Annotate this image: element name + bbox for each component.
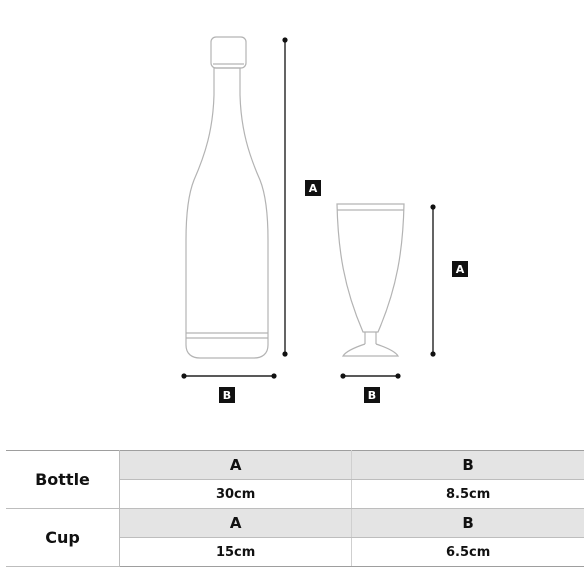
item-name-cup: Cup <box>6 508 120 567</box>
bottle-height-label: A <box>309 182 318 195</box>
cup-stem-outline <box>364 332 377 344</box>
bottle-width-label: B <box>223 389 231 402</box>
bottle-height-dimension: A <box>282 37 321 357</box>
column-header-b: B <box>351 450 584 480</box>
table-row: Cup A B <box>6 508 584 567</box>
cup-height-label-box <box>452 261 468 277</box>
table-row: 15cm 6.5cm <box>6 537 584 567</box>
bottle-value-a: 30cm <box>119 479 353 509</box>
cup-value-b: 6.5cm <box>351 537 584 567</box>
cup-value-a: 15cm <box>119 537 353 567</box>
column-header-a: A <box>119 508 353 538</box>
bottle-width-dimension: B <box>181 373 277 403</box>
size-diagram: A B A B <box>181 36 468 403</box>
bottle-cap-outline <box>210 36 247 69</box>
bottle-height-label-box <box>305 180 321 196</box>
dimension-endpoint <box>430 351 436 357</box>
item-name-bottle: Bottle <box>6 450 120 509</box>
dimension-endpoint <box>282 37 288 43</box>
cup-bowl-outline <box>336 203 405 333</box>
dimension-endpoint <box>340 373 346 379</box>
dimension-endpoint <box>282 351 288 357</box>
size-table: Bottle A B 30cm 8.5cm Cup A B 15cm 6.5cm <box>6 450 584 567</box>
cup-height-dimension: A <box>430 204 468 357</box>
table-row: 30cm 8.5cm <box>6 479 584 509</box>
cup-width-label: B <box>368 389 376 402</box>
bottle-body-outline <box>185 67 269 359</box>
dimension-endpoint <box>271 373 277 379</box>
cup-foot-outline <box>341 343 400 357</box>
column-header-b: B <box>351 508 584 538</box>
cup-illustration <box>336 203 405 357</box>
table-row: Bottle A B <box>6 450 584 509</box>
dimension-endpoint <box>181 373 187 379</box>
dimension-endpoint <box>395 373 401 379</box>
bottle-illustration <box>185 36 269 359</box>
bottle-width-label-box <box>219 387 235 403</box>
column-header-a: A <box>119 450 353 480</box>
cup-height-label: A <box>456 263 465 276</box>
cup-width-dimension: B <box>340 373 401 403</box>
bottle-value-b: 8.5cm <box>351 479 584 509</box>
cup-width-label-box <box>364 387 380 403</box>
dimension-endpoint <box>430 204 436 210</box>
